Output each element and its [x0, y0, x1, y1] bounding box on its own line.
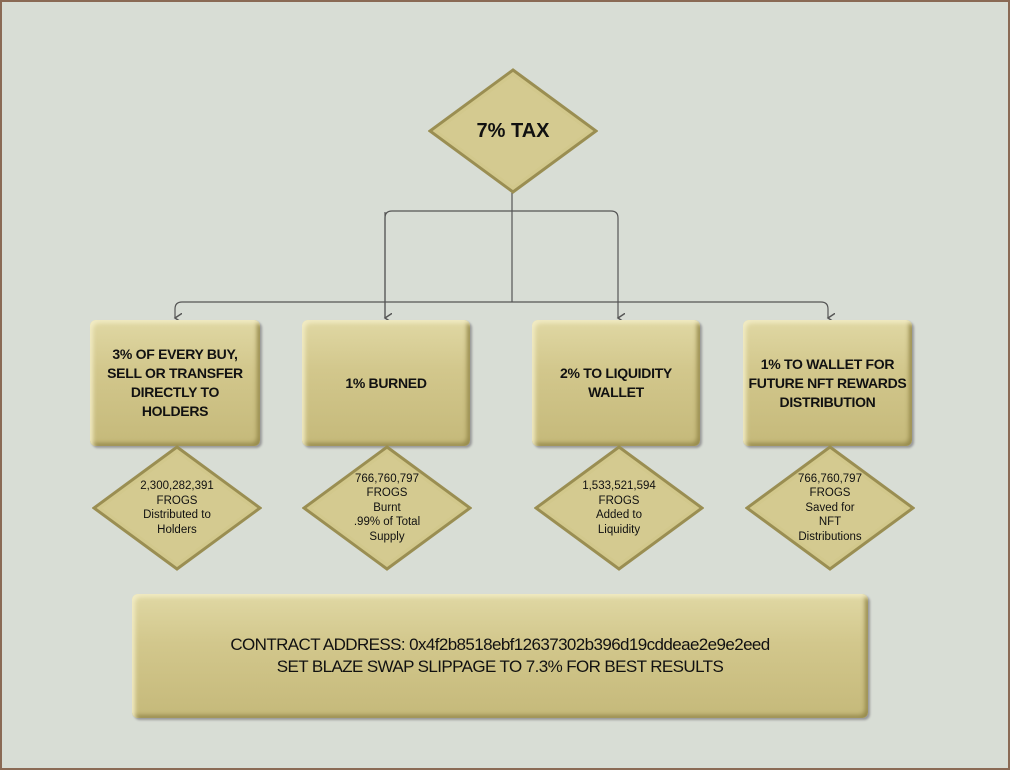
diamond-line: Added to: [595, 509, 643, 521]
diamond-line: NFT: [818, 516, 842, 529]
diamond-line: 2,300,282,391: [140, 480, 214, 492]
diamond-line: Burnt: [373, 501, 401, 514]
diamond-line: FROGS: [366, 487, 408, 500]
box-burned: 1% BURNED: [302, 320, 470, 446]
contract-address: CONTRACT ADDRESS: 0x4f2b8518ebf12637302b…: [230, 635, 770, 654]
diamond-line: Distributed to: [143, 509, 211, 521]
diamond-line: Holders: [157, 523, 197, 536]
box-label: 1% BURNED: [345, 374, 427, 391]
diamond-line: Supply: [369, 530, 405, 543]
slippage-note: SET BLAZE SWAP SLIPPAGE TO 7.3% FOR BEST…: [276, 657, 724, 676]
diamond-line: Liquidity: [597, 523, 641, 536]
diamond-line: .99% of Total: [353, 516, 421, 529]
diamond-line: FROGS: [598, 494, 640, 507]
diamond-line: FROGS: [156, 494, 198, 507]
box-label: 2% TO LIQUIDITY WALLET: [560, 365, 672, 400]
box-liquidity: 2% TO LIQUIDITY WALLET: [532, 320, 700, 446]
connector-right: [512, 301, 828, 318]
box-label: 1% TO WALLET FOR FUTURE NFT REWARDS DIST…: [748, 355, 907, 410]
box-label: 3% OF EVERY BUY, SELL OR TRANSFER DIRECT…: [107, 346, 243, 419]
diamond-line: Saved for: [805, 501, 855, 514]
diamond-line: 1,533,521,594: [582, 480, 656, 492]
diamond-line: 766,760,797: [798, 472, 862, 485]
diamond-line: 766,760,797: [355, 472, 419, 485]
diamond-line: Distributions: [798, 530, 862, 543]
box-holders: 3% OF EVERY BUY, SELL OR TRANSFER DIRECT…: [90, 320, 260, 446]
diamond-line: FROGS: [809, 487, 851, 500]
box-nft: 1% TO WALLET FOR FUTURE NFT REWARDS DIST…: [743, 320, 912, 446]
contract-info-box: CONTRACT ADDRESS: 0x4f2b8518ebf12637302b…: [132, 594, 868, 718]
connector-left: [175, 301, 512, 318]
tax-diamond: 7% TAX: [428, 68, 598, 194]
tax-label: 7% TAX: [476, 119, 550, 142]
